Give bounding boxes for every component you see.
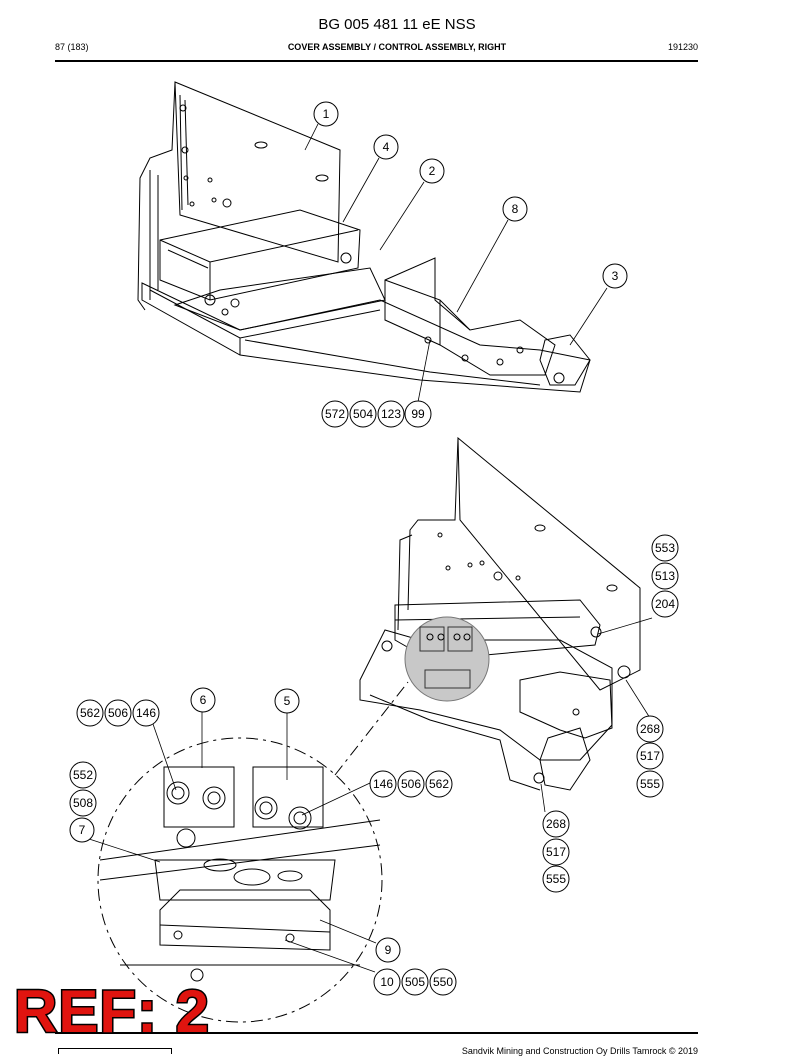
svg-text:517: 517	[640, 749, 660, 763]
callout-268-b: 268	[542, 810, 570, 838]
svg-text:555: 555	[640, 777, 660, 791]
svg-text:562: 562	[429, 777, 449, 791]
callout-562-a: 562	[76, 699, 104, 727]
svg-text:1: 1	[323, 107, 330, 121]
footer-rule	[55, 1032, 698, 1034]
callout-562-b: 562	[425, 770, 453, 798]
bottom-assembly-drawing	[359, 436, 641, 791]
svg-text:9: 9	[385, 943, 392, 957]
svg-text:505: 505	[405, 975, 425, 989]
svg-text:2: 2	[429, 164, 436, 178]
callout-204: 204	[651, 590, 679, 618]
callouts-top: 1 4 2 8 3 572 504 123 99	[313, 101, 628, 428]
top-leader-lines	[304, 123, 608, 403]
svg-text:146: 146	[136, 706, 156, 720]
callout-146-a: 146	[132, 699, 160, 727]
ref-stamp: REF: 2	[12, 978, 211, 1045]
svg-text:555: 555	[546, 872, 566, 886]
document-date: 191230	[667, 42, 698, 52]
svg-text:562: 562	[80, 706, 100, 720]
svg-text:10: 10	[380, 975, 394, 989]
svg-text:506: 506	[401, 777, 421, 791]
callout-506-b: 506	[397, 770, 425, 798]
callout-513: 513	[651, 562, 679, 590]
page-number: 87 (183)	[55, 42, 89, 52]
svg-text:4: 4	[383, 140, 390, 154]
svg-text:268: 268	[640, 722, 660, 736]
svg-text:268: 268	[546, 817, 566, 831]
svg-text:517: 517	[546, 845, 566, 859]
callout-555-b: 555	[542, 865, 570, 893]
section-title: COVER ASSEMBLY / CONTROL ASSEMBLY, RIGHT	[287, 42, 507, 52]
document-title: BG 005 481 11 eE NSS	[318, 16, 476, 33]
svg-text:146: 146	[373, 777, 393, 791]
svg-text:3: 3	[612, 269, 619, 283]
callout-504: 504	[349, 400, 377, 428]
svg-text:550: 550	[433, 975, 453, 989]
callouts-bottom: 553 513 204 6 5 562 506 146 552 508 7 14…	[69, 534, 679, 996]
callout-99: 99	[404, 400, 432, 428]
copyright-footer: Sandvik Mining and Construction Oy Drill…	[461, 1046, 698, 1056]
callout-3: 3	[602, 263, 628, 289]
svg-text:6: 6	[200, 693, 207, 707]
callout-572: 572	[321, 400, 349, 428]
svg-text:552: 552	[73, 768, 93, 782]
svg-text:553: 553	[655, 541, 675, 555]
svg-text:508: 508	[73, 796, 93, 810]
svg-text:204: 204	[655, 597, 675, 611]
callout-6: 6	[190, 687, 216, 713]
header-rule	[55, 60, 698, 62]
callout-2: 2	[419, 158, 445, 184]
callout-555-a: 555	[636, 770, 664, 798]
callout-553: 553	[651, 534, 679, 562]
callout-146-b: 146	[369, 770, 397, 798]
svg-text:5: 5	[284, 694, 291, 708]
callout-1: 1	[313, 101, 339, 127]
callout-123: 123	[377, 400, 405, 428]
brand-logo	[58, 1048, 172, 1054]
callout-7: 7	[69, 817, 95, 843]
bottom-leader-lines	[85, 617, 653, 973]
svg-text:506: 506	[108, 706, 128, 720]
callout-506-a: 506	[104, 699, 132, 727]
svg-text:504: 504	[353, 407, 373, 421]
callout-505: 505	[401, 968, 429, 996]
callout-9: 9	[375, 937, 401, 963]
svg-text:572: 572	[325, 407, 345, 421]
callout-8: 8	[502, 196, 528, 222]
callout-550: 550	[429, 968, 457, 996]
callout-517-a: 517	[636, 742, 664, 770]
svg-text:99: 99	[411, 407, 425, 421]
callout-517-b: 517	[542, 838, 570, 866]
svg-text:513: 513	[655, 569, 675, 583]
callout-268-a: 268	[636, 715, 664, 743]
svg-text:8: 8	[512, 202, 519, 216]
top-assembly-drawing	[137, 81, 591, 393]
callout-4: 4	[373, 134, 399, 160]
detail-view-drawing	[97, 681, 409, 1023]
callout-508: 508	[69, 789, 97, 817]
svg-text:7: 7	[79, 823, 86, 837]
callout-5: 5	[274, 688, 300, 714]
svg-text:123: 123	[381, 407, 401, 421]
callout-552: 552	[69, 761, 97, 789]
callout-10: 10	[373, 968, 401, 996]
